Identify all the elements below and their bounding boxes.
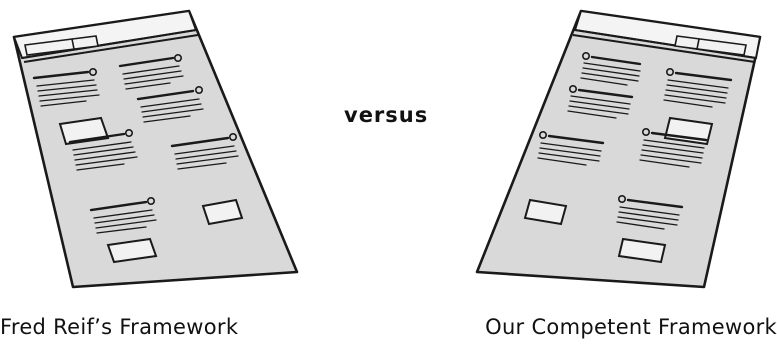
left-text-block-5 bbox=[170, 133, 239, 170]
right-text-block-1 bbox=[580, 51, 642, 86]
right-header-divider-2 bbox=[572, 34, 756, 63]
left-text-block-4 bbox=[68, 129, 138, 171]
right-text-block-3 bbox=[663, 68, 733, 108]
left-text-block-1 bbox=[32, 68, 100, 107]
left-text-block-6 bbox=[89, 197, 157, 234]
left-framework-caption: Fred Reif’s Framework bbox=[0, 315, 239, 339]
right-text-block-4 bbox=[537, 131, 605, 166]
right-image-box-1 bbox=[663, 116, 714, 146]
left-framework-sheet bbox=[12, 9, 299, 289]
right-text-block-6 bbox=[616, 195, 684, 230]
right-text-block-5 bbox=[639, 128, 708, 168]
right-image-box-2 bbox=[523, 198, 568, 226]
left-text-block-3 bbox=[136, 86, 204, 123]
right-image-box-3 bbox=[617, 237, 667, 264]
right-header-field-split bbox=[696, 38, 700, 50]
right-framework-caption: Our Competent Framework bbox=[485, 315, 777, 339]
versus-label: versus bbox=[344, 103, 429, 127]
left-text-block-2 bbox=[118, 53, 184, 90]
left-header-divider bbox=[21, 29, 197, 59]
left-image-box-2 bbox=[201, 198, 244, 226]
right-header-field bbox=[674, 35, 747, 56]
left-header-divider-2 bbox=[23, 34, 199, 63]
right-framework-sheet bbox=[475, 9, 762, 289]
left-image-box-3 bbox=[106, 237, 158, 264]
right-text-block-2 bbox=[567, 85, 634, 119]
left-header-field-split bbox=[71, 38, 75, 50]
